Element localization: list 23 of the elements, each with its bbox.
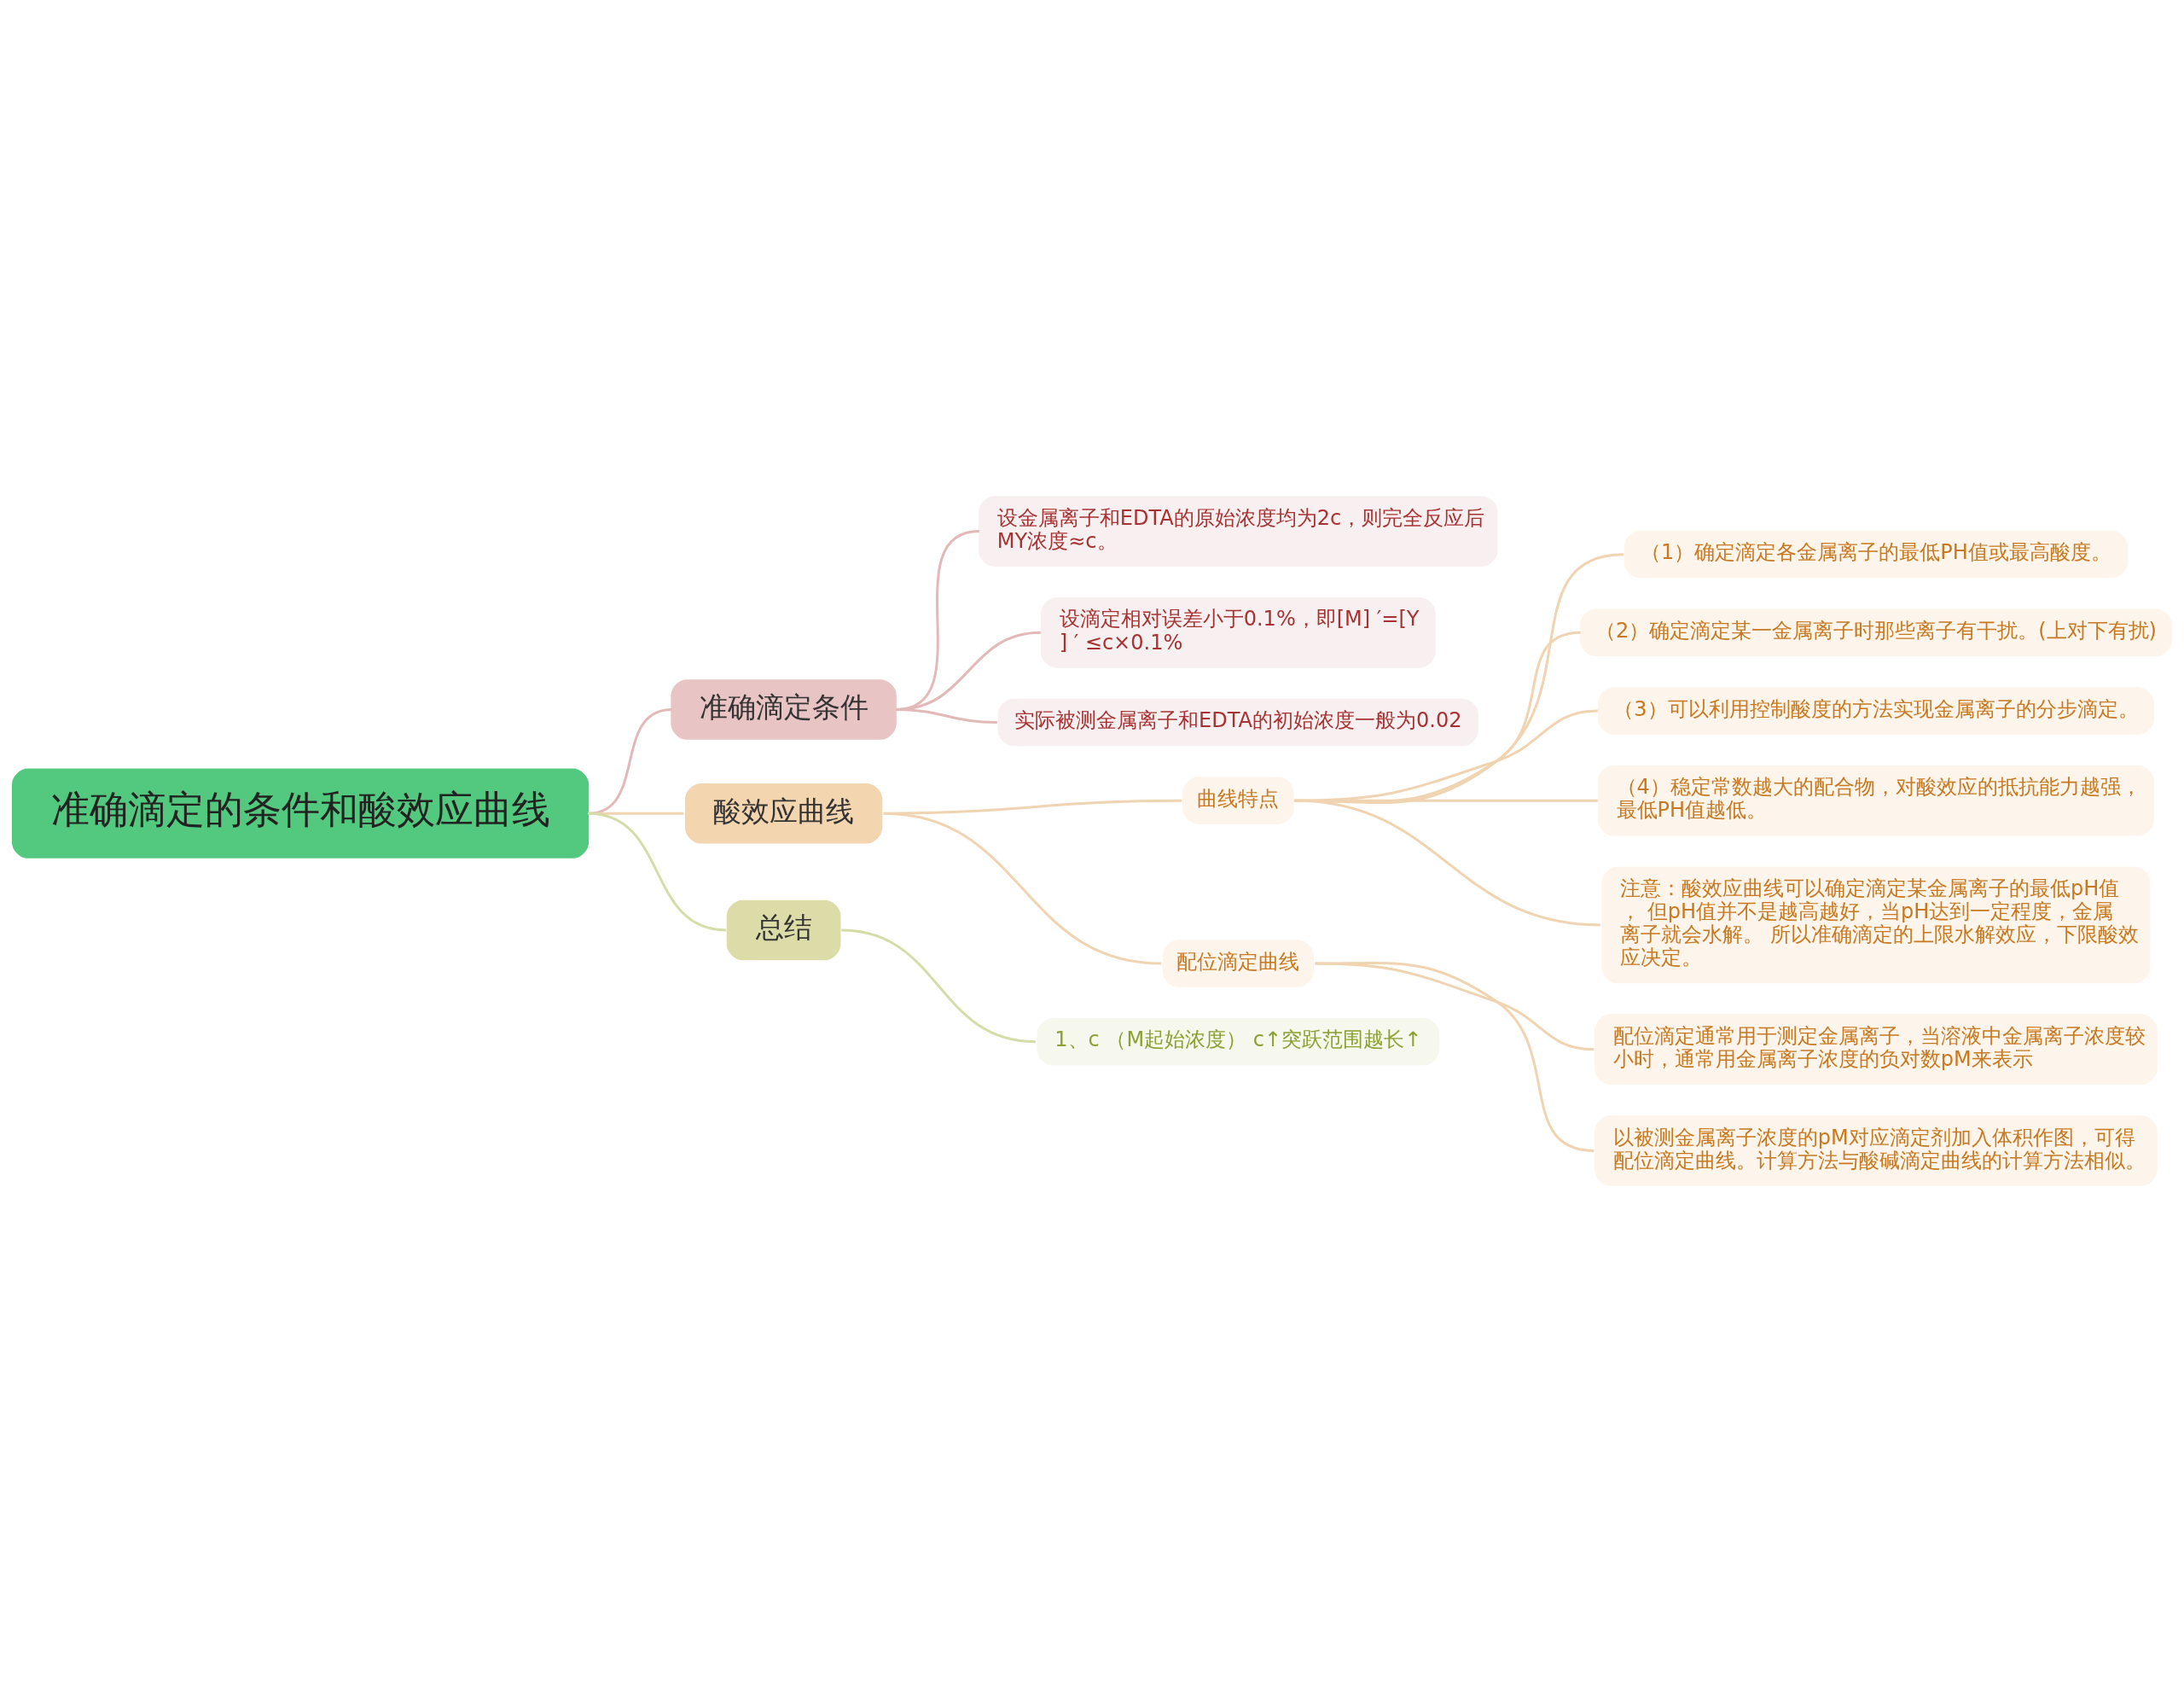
node-box: 以被测金属离子浓度的pM对应滴定剂加入体积作图，可得配位滴定曲线。计算方法与酸碱滴定曲线的计算方法相似。 xyxy=(1594,1115,2158,1186)
node-box: （2）确定滴定某一金属离子时那些离子有干扰。(上对下有扰) xyxy=(1579,608,2173,657)
connector xyxy=(588,812,727,932)
node-box: 配位滴定通常用于测定金属离子，当溶液中金属离子浓度较小时，通常用金属离子浓度的负对数pM来表示 xyxy=(1594,1014,2158,1085)
connector xyxy=(883,812,1162,965)
connector xyxy=(896,707,997,724)
connector xyxy=(1294,799,1600,927)
node-box: 准确滴定条件 xyxy=(671,679,897,740)
connector xyxy=(841,928,1037,1044)
node-box: 曲线特点 xyxy=(1182,777,1294,824)
node-box: 注意：酸效应曲线可以确定滴定某金属离子的最低pH值， 但pH值并不是越高越好，当pH达到一定程度，金属离子就会水解。 所以准确滴定的上限水解效应，下限酸效应决定。 xyxy=(1601,866,2151,984)
node-box: 设滴定相对误差小于0.1%，即[M] ′=[Y] ′ ≤c×0.1% xyxy=(1040,597,1436,668)
node-box: 准确滴定的条件和酸效应曲线 xyxy=(11,768,590,858)
node-box: 实际被测金属离子和EDTA的初始浓度一般为0.02 xyxy=(997,698,1479,747)
connector xyxy=(1315,961,1594,1152)
node-box: 酸效应曲线 xyxy=(684,783,883,844)
node-box: 设金属离子和EDTA的原始浓度均为2c，则完全反应后MY浓度≈c。 xyxy=(979,496,1498,567)
node-box: 配位滴定曲线 xyxy=(1162,940,1314,987)
node-box: 总结 xyxy=(726,899,841,961)
node-box: 1、c （M起始浓度） c↑突跃范围越长↑ xyxy=(1037,1017,1440,1066)
node-box: （1）确定滴定各金属离子的最低PH值或最高酸度。 xyxy=(1623,530,2129,579)
node-box: （4）稳定常数越大的配合物，对酸效应的抵抗能力越强，最低PH值越低。 xyxy=(1597,765,2155,836)
node-box: （3）可以利用控制酸度的方法实现金属离子的分步滴定。 xyxy=(1597,687,2155,735)
